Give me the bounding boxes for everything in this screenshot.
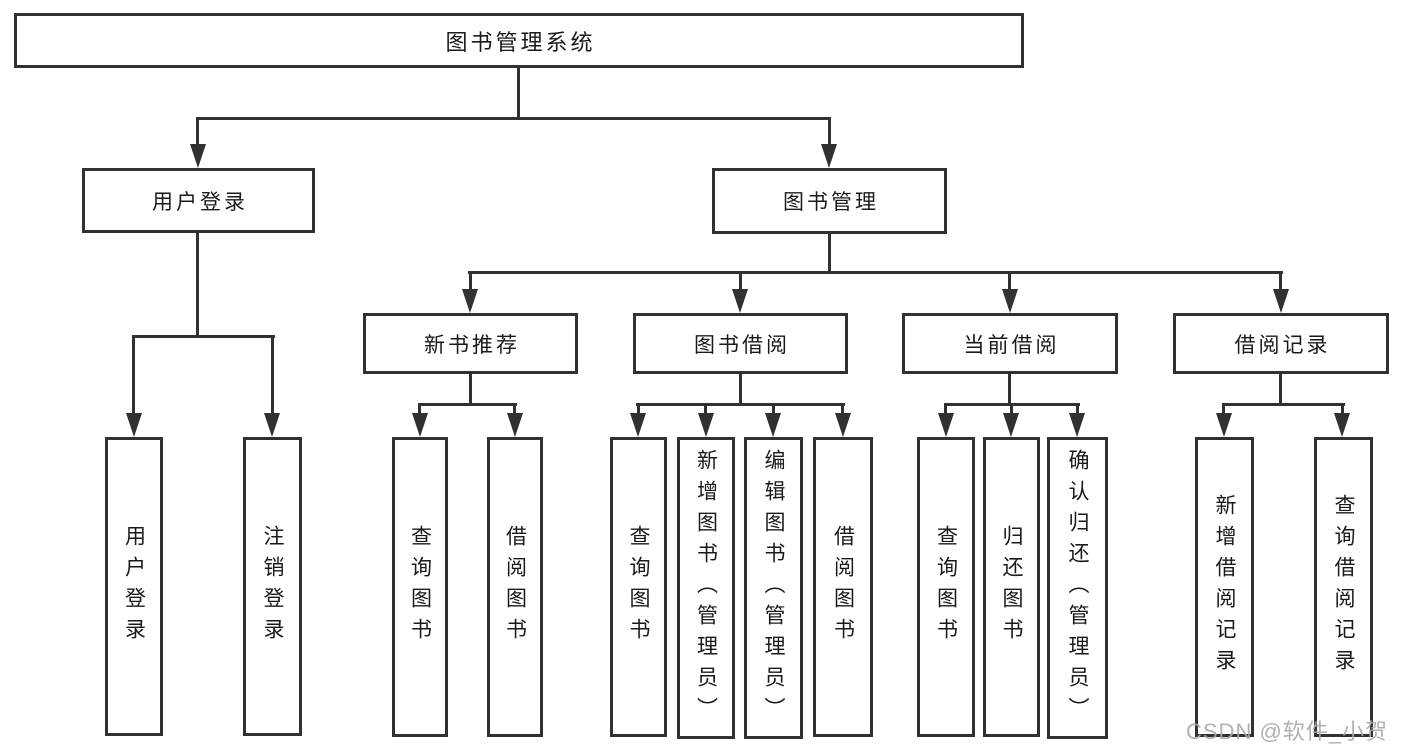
arrow-down-icon — [821, 144, 837, 168]
connector — [1341, 403, 1344, 415]
node-borrowing-records: 借阅记录 — [1173, 313, 1389, 374]
connector — [418, 403, 421, 415]
connector — [828, 117, 831, 147]
leaf-user-login-label: 用户登录 — [122, 524, 146, 649]
node-current-borrowing: 当前借阅 — [902, 313, 1118, 374]
leaf-cb-confirm-return-admin: 确认归还（管理员） — [1047, 437, 1108, 739]
leaf-cb-query-books-label: 查询图书 — [934, 525, 958, 649]
connector — [637, 403, 640, 415]
connector — [1222, 403, 1225, 415]
leaf-bb-edit-books-admin-label: 编辑图书（管理员） — [762, 448, 785, 728]
arrow-down-icon — [190, 144, 206, 168]
arrow-down-icon — [126, 413, 142, 437]
arrow-down-icon — [1002, 289, 1018, 313]
connector — [704, 403, 707, 415]
leaf-bb-query-books: 查询图书 — [610, 437, 667, 737]
connector — [1010, 403, 1013, 415]
arrow-down-icon — [835, 413, 851, 437]
connector — [513, 403, 516, 415]
node-book-borrowing: 图书借阅 — [633, 313, 848, 374]
arrow-down-icon — [630, 413, 646, 437]
connector — [772, 403, 775, 415]
leaf-user-login: 用户登录 — [105, 437, 163, 736]
connector — [196, 117, 831, 120]
connector — [841, 403, 844, 415]
connector — [1008, 271, 1011, 293]
arrow-down-icon — [732, 289, 748, 313]
leaf-bb-add-books-admin-label: 新增图书（管理员） — [694, 448, 718, 728]
leaf-cb-confirm-return-admin-label: 确认归还（管理员） — [1066, 448, 1089, 728]
leaf-br-query-record: 查询借阅记录 — [1314, 437, 1373, 737]
leaf-bb-query-books-label: 查询图书 — [627, 525, 650, 649]
arrow-down-icon — [1273, 289, 1289, 313]
leaf-nb-query-books: 查询图书 — [392, 437, 448, 737]
leaf-bb-borrow-books-label: 借阅图书 — [831, 525, 855, 649]
connector — [418, 403, 517, 406]
connector — [636, 403, 845, 406]
leaf-cb-return-books: 归还图书 — [983, 437, 1040, 737]
leaf-logout-label: 注销登录 — [261, 524, 284, 649]
leaf-br-add-record: 新增借阅记录 — [1195, 437, 1254, 737]
leaf-logout: 注销登录 — [243, 437, 302, 736]
node-book-management: 图书管理 — [712, 168, 947, 234]
leaf-cb-query-books: 查询图书 — [917, 437, 975, 737]
arrow-down-icon — [1003, 413, 1019, 437]
leaf-br-query-record-label: 查询借阅记录 — [1332, 494, 1355, 680]
connector — [469, 374, 472, 406]
leaf-nb-query-books-label: 查询图书 — [408, 525, 432, 649]
arrow-down-icon — [938, 413, 954, 437]
leaf-br-add-record-label: 新增借阅记录 — [1213, 494, 1236, 680]
connector — [1008, 374, 1011, 406]
leaf-bb-add-books-admin: 新增图书（管理员） — [677, 437, 735, 739]
leaf-nb-borrow-books-label: 借阅图书 — [503, 525, 527, 649]
leaf-cb-return-books-label: 归还图书 — [1000, 525, 1023, 649]
leaf-bb-edit-books-admin: 编辑图书（管理员） — [744, 437, 803, 739]
connector — [1222, 403, 1345, 406]
node-user-login: 用户登录 — [82, 168, 315, 233]
leaf-nb-borrow-books: 借阅图书 — [487, 437, 543, 737]
connector — [1076, 403, 1079, 415]
connector — [1279, 374, 1282, 406]
connector — [517, 68, 520, 120]
arrow-down-icon — [264, 413, 280, 437]
connector — [944, 403, 947, 415]
connector — [739, 271, 742, 293]
connector — [739, 374, 742, 406]
arrow-down-icon — [698, 413, 714, 437]
arrow-down-icon — [1216, 413, 1232, 437]
csdn-watermark: CSDN @软件_小贺同学 — [1186, 719, 1389, 744]
arrow-down-icon — [765, 413, 781, 437]
node-root-library-management-system: 图书管理系统 — [14, 13, 1024, 68]
connector — [196, 117, 199, 147]
arrow-down-icon — [507, 413, 523, 437]
connector — [132, 335, 275, 338]
connector — [469, 271, 472, 293]
connector — [1279, 271, 1282, 293]
arrow-down-icon — [1334, 413, 1350, 437]
connector — [828, 234, 831, 274]
arrow-down-icon — [412, 413, 428, 437]
arrow-down-icon — [462, 289, 478, 313]
connector — [271, 335, 274, 415]
arrow-down-icon — [1069, 413, 1085, 437]
connector — [132, 335, 135, 415]
connector — [468, 271, 1283, 274]
leaf-bb-borrow-books: 借阅图书 — [813, 437, 873, 737]
node-new-book-recommendation: 新书推荐 — [363, 313, 578, 374]
connector — [196, 233, 199, 338]
